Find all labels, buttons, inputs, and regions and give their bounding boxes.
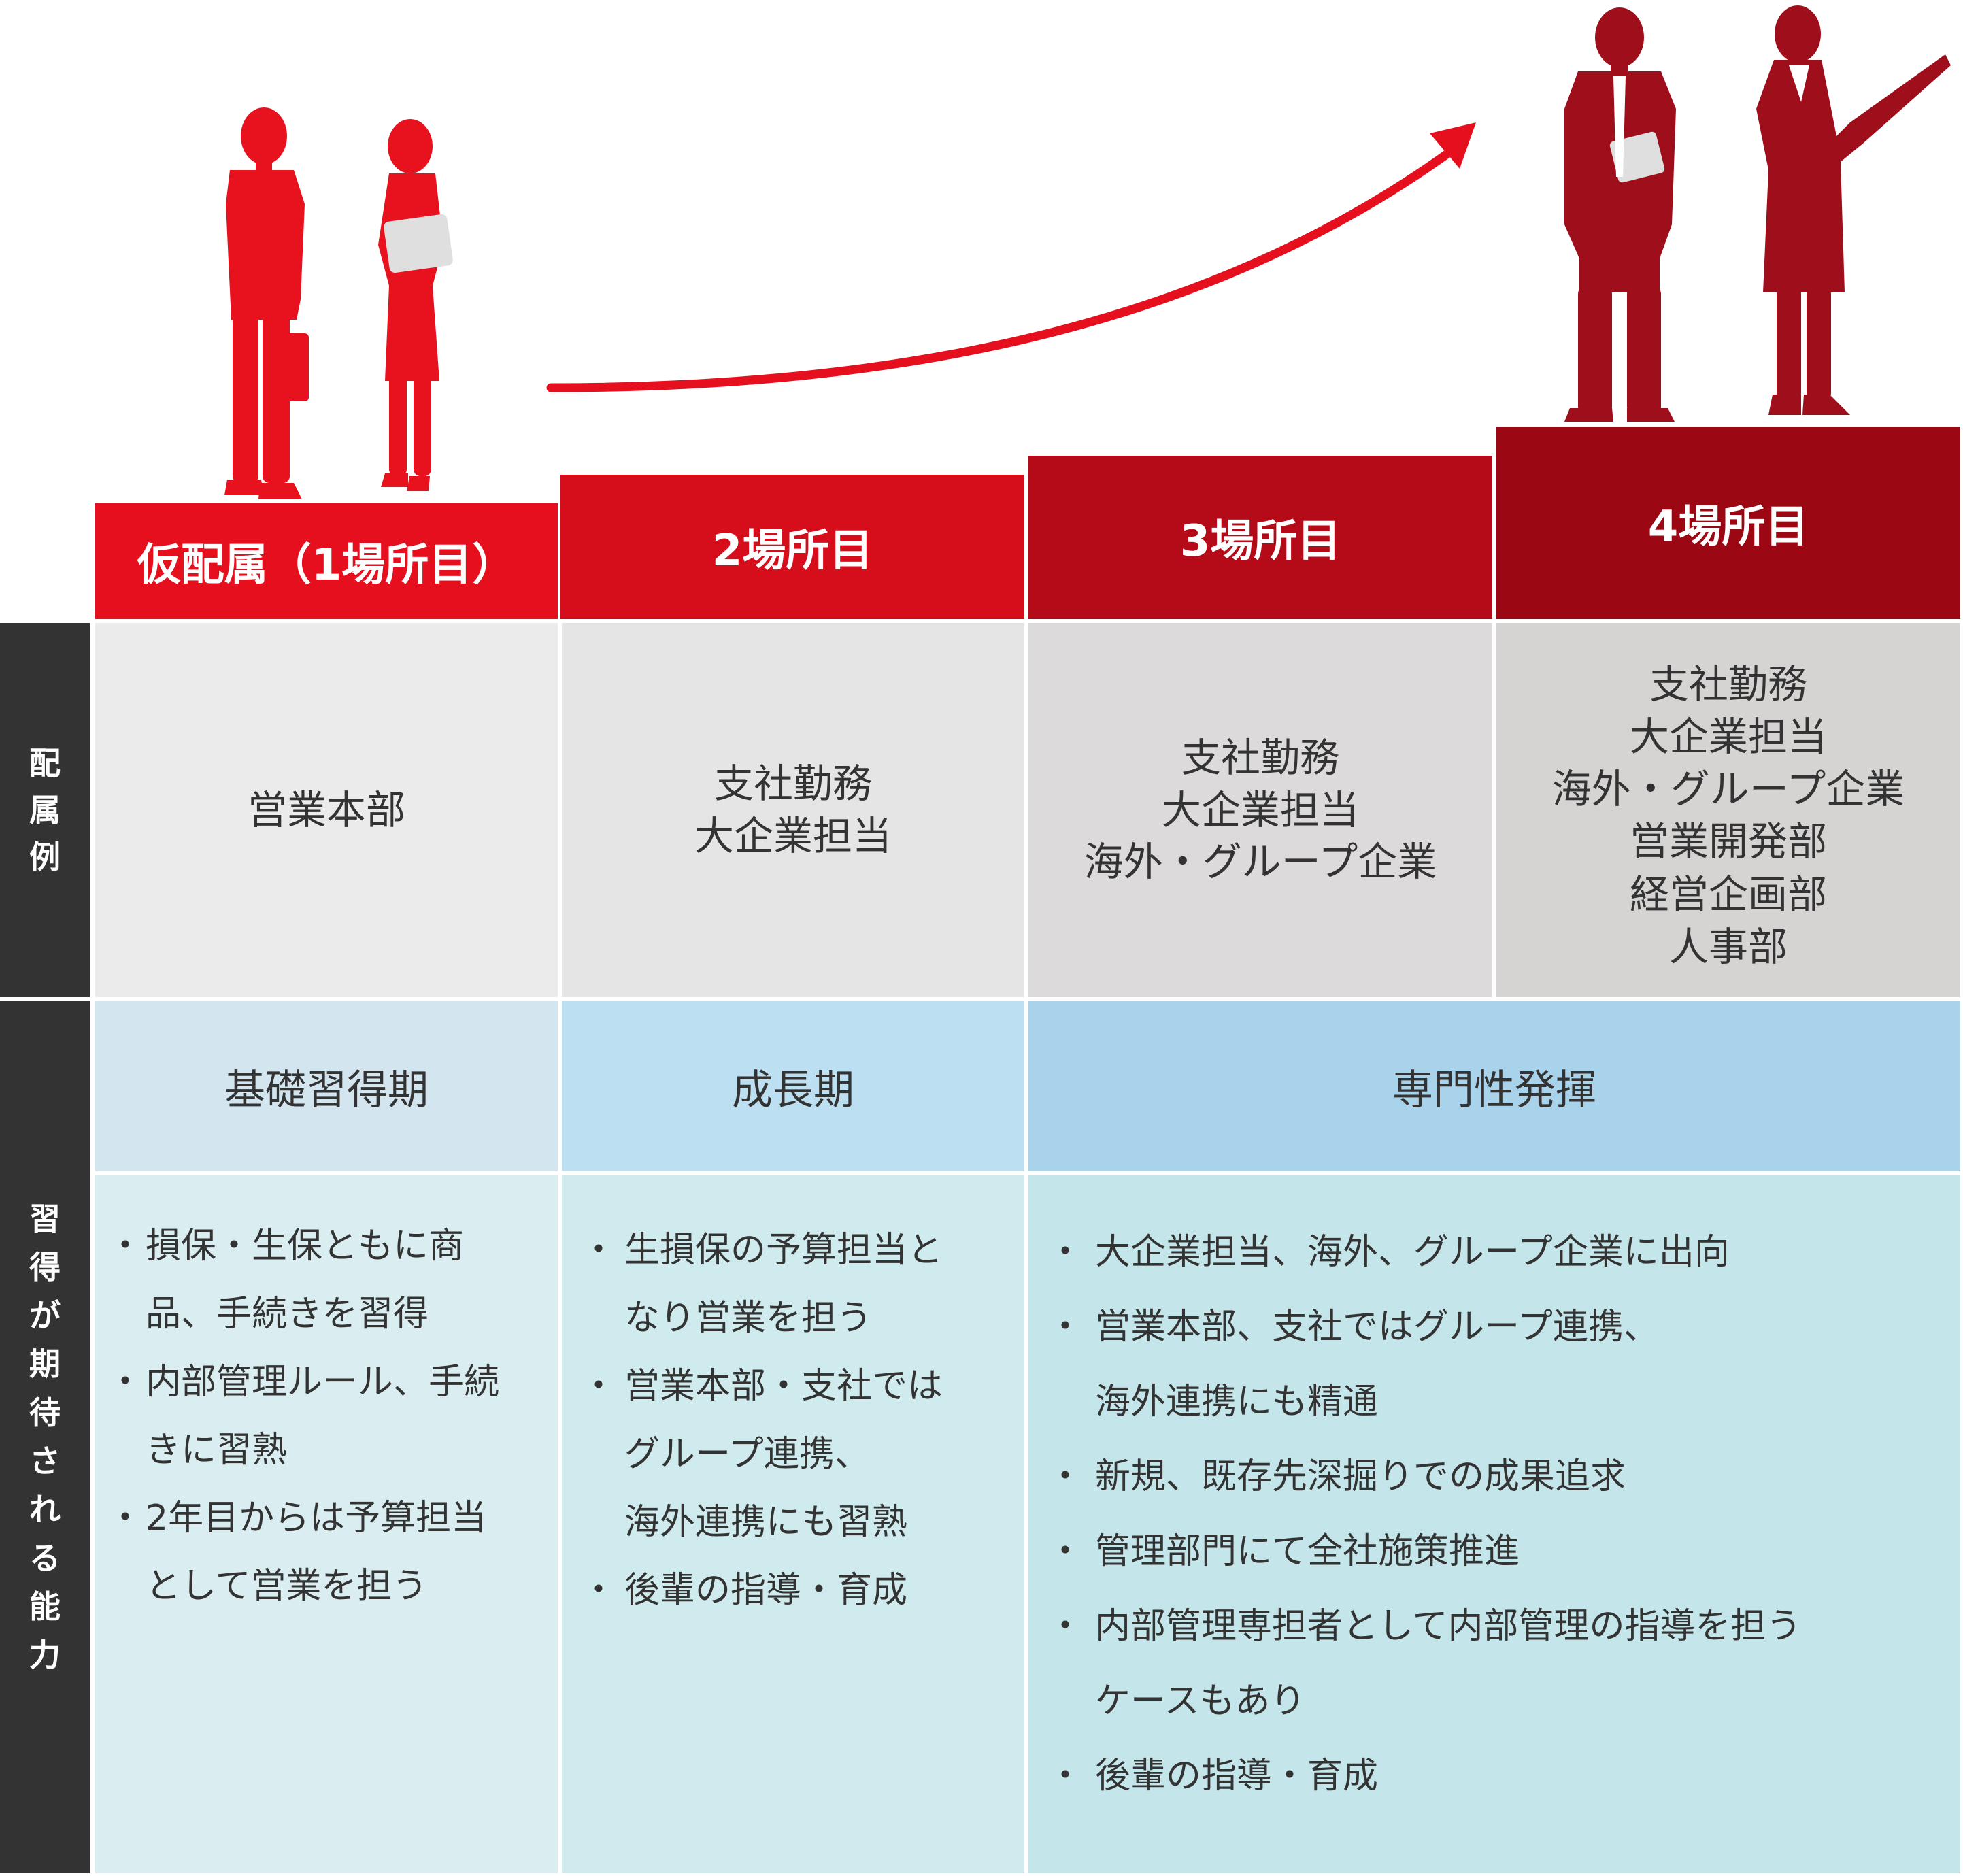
list-item: ・ 内部管理ルール、手続 きに習熟 bbox=[107, 1362, 500, 1471]
step-label: 3場所目 bbox=[1179, 516, 1341, 567]
start-businessman-icon bbox=[224, 107, 309, 499]
assignment-cell-2: 支社勤務 大企業担当 bbox=[562, 623, 1024, 997]
step-header-1: 仮配属（1場所目） bbox=[95, 503, 558, 619]
goal-businessman-icon bbox=[1564, 7, 1676, 422]
ability-cell-3: ・ 大企業担当、海外、グループ企業に出向 ・ 営業本部、支社ではグループ連携、 … bbox=[1028, 1175, 1960, 1873]
ability-cell-1: ・ 損保・生保ともに商 品、手続きを習得 ・ 内部管理ルール、手続 きに習熟 ・… bbox=[95, 1175, 558, 1873]
step-label: 2場所目 bbox=[711, 526, 873, 576]
phase-cell-1: 基礎習得期 bbox=[95, 1001, 558, 1171]
career-illustration bbox=[224, 5, 1951, 499]
row-header-abilities: 習 得 が 期 待 さ れ る 能 力 bbox=[0, 1001, 90, 1873]
goal-businesswoman-icon bbox=[1756, 5, 1951, 415]
list-item: ・ 新規、既存先深掘りでの成果追求 bbox=[1047, 1456, 1626, 1497]
step-header-3: 3場所目 bbox=[1028, 456, 1492, 619]
row-header-assignment: 配 属 例 bbox=[0, 623, 90, 997]
start-businesswoman-icon bbox=[378, 119, 453, 491]
list-item: ・ 損保・生保ともに商 品、手続きを習得 bbox=[107, 1226, 465, 1335]
list-item: ・ 大企業担当、海外、グループ企業に出向 bbox=[1047, 1232, 1730, 1273]
list-item: ・ 後輩の指導・育成 bbox=[1047, 1756, 1379, 1796]
list-item: ・ 営業本部・支社では グループ連携、 海外連携にも習熟 bbox=[581, 1366, 943, 1543]
assignment-cell-4: 支社勤務 大企業担当 海外・グループ企業 営業開発部 経営企画部 人事部 bbox=[1496, 623, 1960, 997]
step-label: 4場所目 bbox=[1647, 502, 1809, 552]
phase-cell-2: 成長期 bbox=[562, 1001, 1024, 1171]
growth-arrow-icon bbox=[546, 138, 1467, 392]
step-header-2: 2場所目 bbox=[560, 475, 1024, 619]
ability-cell-2: ・ 生損保の予算担当と なり営業を担う ・ 営業本部・支社では グループ連携、 … bbox=[562, 1175, 1024, 1873]
arrow-head-icon bbox=[1430, 122, 1476, 169]
step-header-4: 4場所目 bbox=[1496, 427, 1960, 619]
list-item: ・ 内部管理専担者として内部管理の指導を担う ケースもあり bbox=[1047, 1606, 1802, 1722]
assignment-cell-3: 支社勤務 大企業担当 海外・グループ企業 bbox=[1028, 623, 1492, 997]
phase-cell-3: 専門性発揮 bbox=[1028, 1001, 1960, 1171]
ability-list: ・ 生損保の予算担当と なり営業を担う ・ 営業本部・支社では グループ連携、 … bbox=[581, 1216, 1024, 1624]
ability-list: ・ 大企業担当、海外、グループ企業に出向 ・ 営業本部、支社ではグループ連携、 … bbox=[1047, 1215, 1960, 1813]
list-item: ・ 管理部門にて全社施策推進 bbox=[1047, 1531, 1520, 1572]
list-item: ・ 2年目からは予算担当 として営業を担う bbox=[107, 1498, 487, 1607]
list-item: ・ 後輩の指導・育成 bbox=[581, 1570, 908, 1611]
step-label: 仮配属（1場所目） bbox=[137, 540, 516, 590]
ability-list: ・ 損保・生保ともに商 品、手続きを習得 ・ 内部管理ルール、手続 きに習熟 ・… bbox=[107, 1212, 558, 1620]
assignment-cell-1: 営業本部 bbox=[95, 623, 558, 997]
list-item: ・ 生損保の予算担当と なり営業を担う bbox=[581, 1230, 943, 1339]
list-item: ・ 営業本部、支社ではグループ連携、 海外連携にも精通 bbox=[1047, 1307, 1659, 1422]
